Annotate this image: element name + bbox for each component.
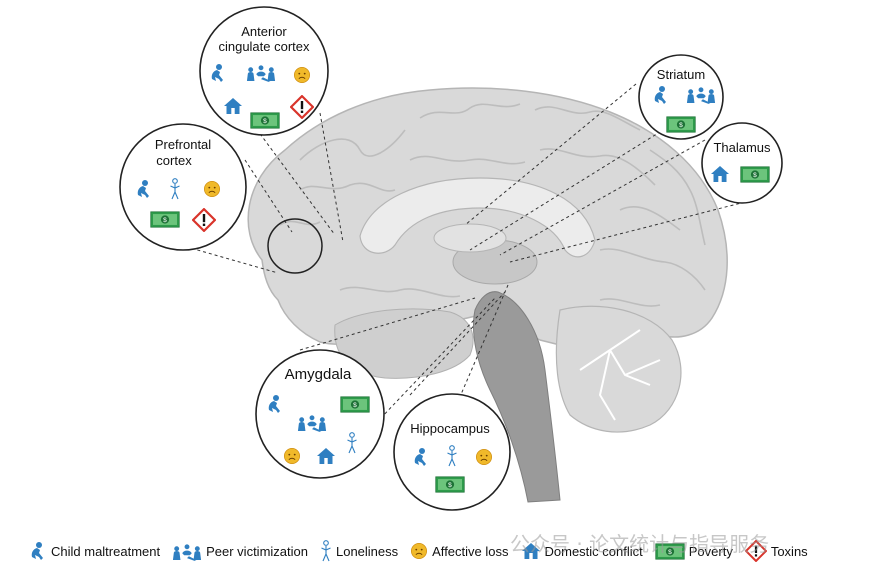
poverty-icon xyxy=(340,396,370,413)
brainstem xyxy=(472,291,561,503)
brain-sagittal-section xyxy=(247,87,728,503)
callout-striatum: Striatum xyxy=(638,54,724,140)
poverty-icon xyxy=(666,116,696,133)
callout-amygdala: Amygdala xyxy=(255,349,385,479)
prefrontal-highlight-circle xyxy=(267,218,323,274)
affective-loss-icon xyxy=(410,542,428,560)
striatum-title: Striatum xyxy=(657,67,705,82)
affective-loss-icon xyxy=(283,447,301,465)
loneliness-icon xyxy=(320,540,332,562)
legend-item-poverty: Poverty xyxy=(655,542,733,560)
legend-item-child-maltreatment: Child maltreatment xyxy=(27,541,160,561)
child-maltreatment-icon xyxy=(31,542,43,560)
pfc-title-line1: Prefrontal xyxy=(155,137,211,152)
cerebellum xyxy=(555,305,682,433)
watermark: 公众号 · 论文统计与指导服务 xyxy=(510,532,770,556)
poverty-icon xyxy=(150,211,180,228)
callout-thalamus: Thalamus xyxy=(701,122,783,204)
affective-loss-icon xyxy=(203,180,221,198)
hippocampus-title: Hippocampus xyxy=(410,421,490,436)
connector-lines xyxy=(179,83,746,441)
arbor-vitae xyxy=(579,329,661,421)
legend-label: Loneliness xyxy=(335,543,399,559)
legend-label: Toxins xyxy=(770,543,808,559)
gyri-pattern xyxy=(279,103,706,307)
poverty-icon xyxy=(740,166,770,183)
legend-label: Affective loss xyxy=(432,543,509,559)
poverty-icon xyxy=(435,476,465,493)
legend-label: Child maltreatment xyxy=(51,543,161,559)
pfc-title-line2: cortex xyxy=(156,153,192,168)
affective-loss-icon xyxy=(293,66,311,84)
legend-item-domestic-conflict: Domestic conflict xyxy=(521,541,643,561)
legend: Child maltreatment Peer victimization Lo… xyxy=(0,536,891,566)
thalamus-title: Thalamus xyxy=(713,140,771,155)
callout-prefrontal-cortex: Prefrontal cortex xyxy=(119,123,247,251)
poverty-icon xyxy=(250,112,280,129)
callout-anterior-cingulate-cortex: Anterior cingulate cortex xyxy=(199,6,329,136)
legend-label: Peer victimization xyxy=(206,543,308,559)
callout-hippocampus: Hippocampus xyxy=(393,393,511,511)
peer-victimization-icon xyxy=(173,543,202,561)
affective-loss-icon xyxy=(475,448,493,466)
legend-item-peer-victimization: Peer victimization xyxy=(172,542,308,561)
legend-item-toxins: Toxins xyxy=(744,540,808,562)
acc-title-line2: cingulate cortex xyxy=(218,39,310,54)
legend-label: Poverty xyxy=(688,543,733,559)
legend-label: Domestic conflict xyxy=(544,543,643,559)
legend-item-affective-loss: Affective loss xyxy=(410,542,509,560)
striatum-structure xyxy=(433,223,507,253)
legend-item-loneliness: Loneliness xyxy=(320,540,398,562)
corpus-callosum xyxy=(359,177,596,258)
amygdala-title: Amygdala xyxy=(285,366,352,383)
acc-title-line1: Anterior xyxy=(241,24,287,39)
